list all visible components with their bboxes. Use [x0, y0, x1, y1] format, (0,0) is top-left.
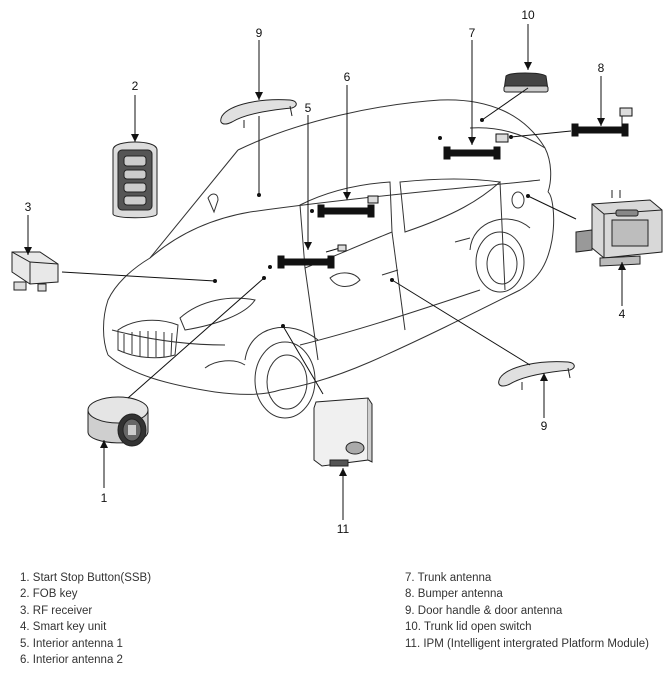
interior-antenna-1-icon — [277, 244, 347, 269]
callout-2: 2 — [132, 79, 139, 93]
legend-left: 1. Start Stop Button(SSB) 2. FOB key 3. … — [20, 570, 151, 668]
callout-1: 1 — [101, 491, 108, 505]
callout-3: 3 — [25, 200, 32, 214]
car-outline — [103, 99, 555, 419]
arrowheads — [24, 62, 626, 476]
legend-item: 9. Door handle & door antenna — [405, 604, 563, 617]
interior-antenna-2-icon — [317, 195, 379, 218]
callout-7: 7 — [469, 26, 476, 40]
legend-item: 7. Trunk antenna — [405, 572, 492, 584]
ipm-module-icon — [313, 397, 373, 467]
callout-8: 8 — [598, 61, 605, 75]
legend-right: 7. Trunk antenna 8. Bumper antenna 9. Do… — [405, 570, 649, 652]
door-handle-top-icon — [220, 99, 297, 128]
callout-9-right: 9 — [541, 419, 548, 433]
legend-item: 1. Start Stop Button(SSB) — [20, 572, 152, 584]
start-stop-button-icon — [87, 396, 149, 447]
trunk-antenna-icon — [443, 133, 509, 160]
rf-receiver-icon — [11, 251, 59, 292]
legend-item: 6. Interior antenna 2 — [20, 654, 123, 667]
legend-item: 3. RF receiver — [20, 604, 93, 617]
callout-4: 4 — [619, 307, 626, 321]
leader-dots — [213, 118, 530, 328]
legend-item: 11. IPM (Intelligent intergrated Platfor… — [405, 637, 649, 650]
callout-10: 10 — [521, 8, 535, 22]
leader-lines — [27, 24, 623, 520]
legend-item: 8. Bumper antenna — [405, 588, 503, 601]
bumper-antenna-icon — [571, 107, 633, 137]
fob-key-icon — [112, 141, 158, 219]
smart-key-unit-icon — [575, 190, 663, 267]
legend-item: 2. FOB key — [20, 588, 78, 601]
callout-9-top: 9 — [256, 26, 263, 40]
legend-item: 5. Interior antenna 1 — [20, 637, 123, 650]
callout-11: 11 — [337, 522, 350, 536]
component-location-diagram: 1 2 3 4 5 6 7 8 9 9 10 11 — [11, 8, 663, 536]
door-handle-right-icon — [498, 361, 575, 390]
legend-item: 4. Smart key unit — [20, 621, 107, 634]
callout-5: 5 — [305, 101, 312, 115]
callout-6: 6 — [344, 70, 351, 84]
legend-item: 10. Trunk lid open switch — [405, 621, 532, 634]
